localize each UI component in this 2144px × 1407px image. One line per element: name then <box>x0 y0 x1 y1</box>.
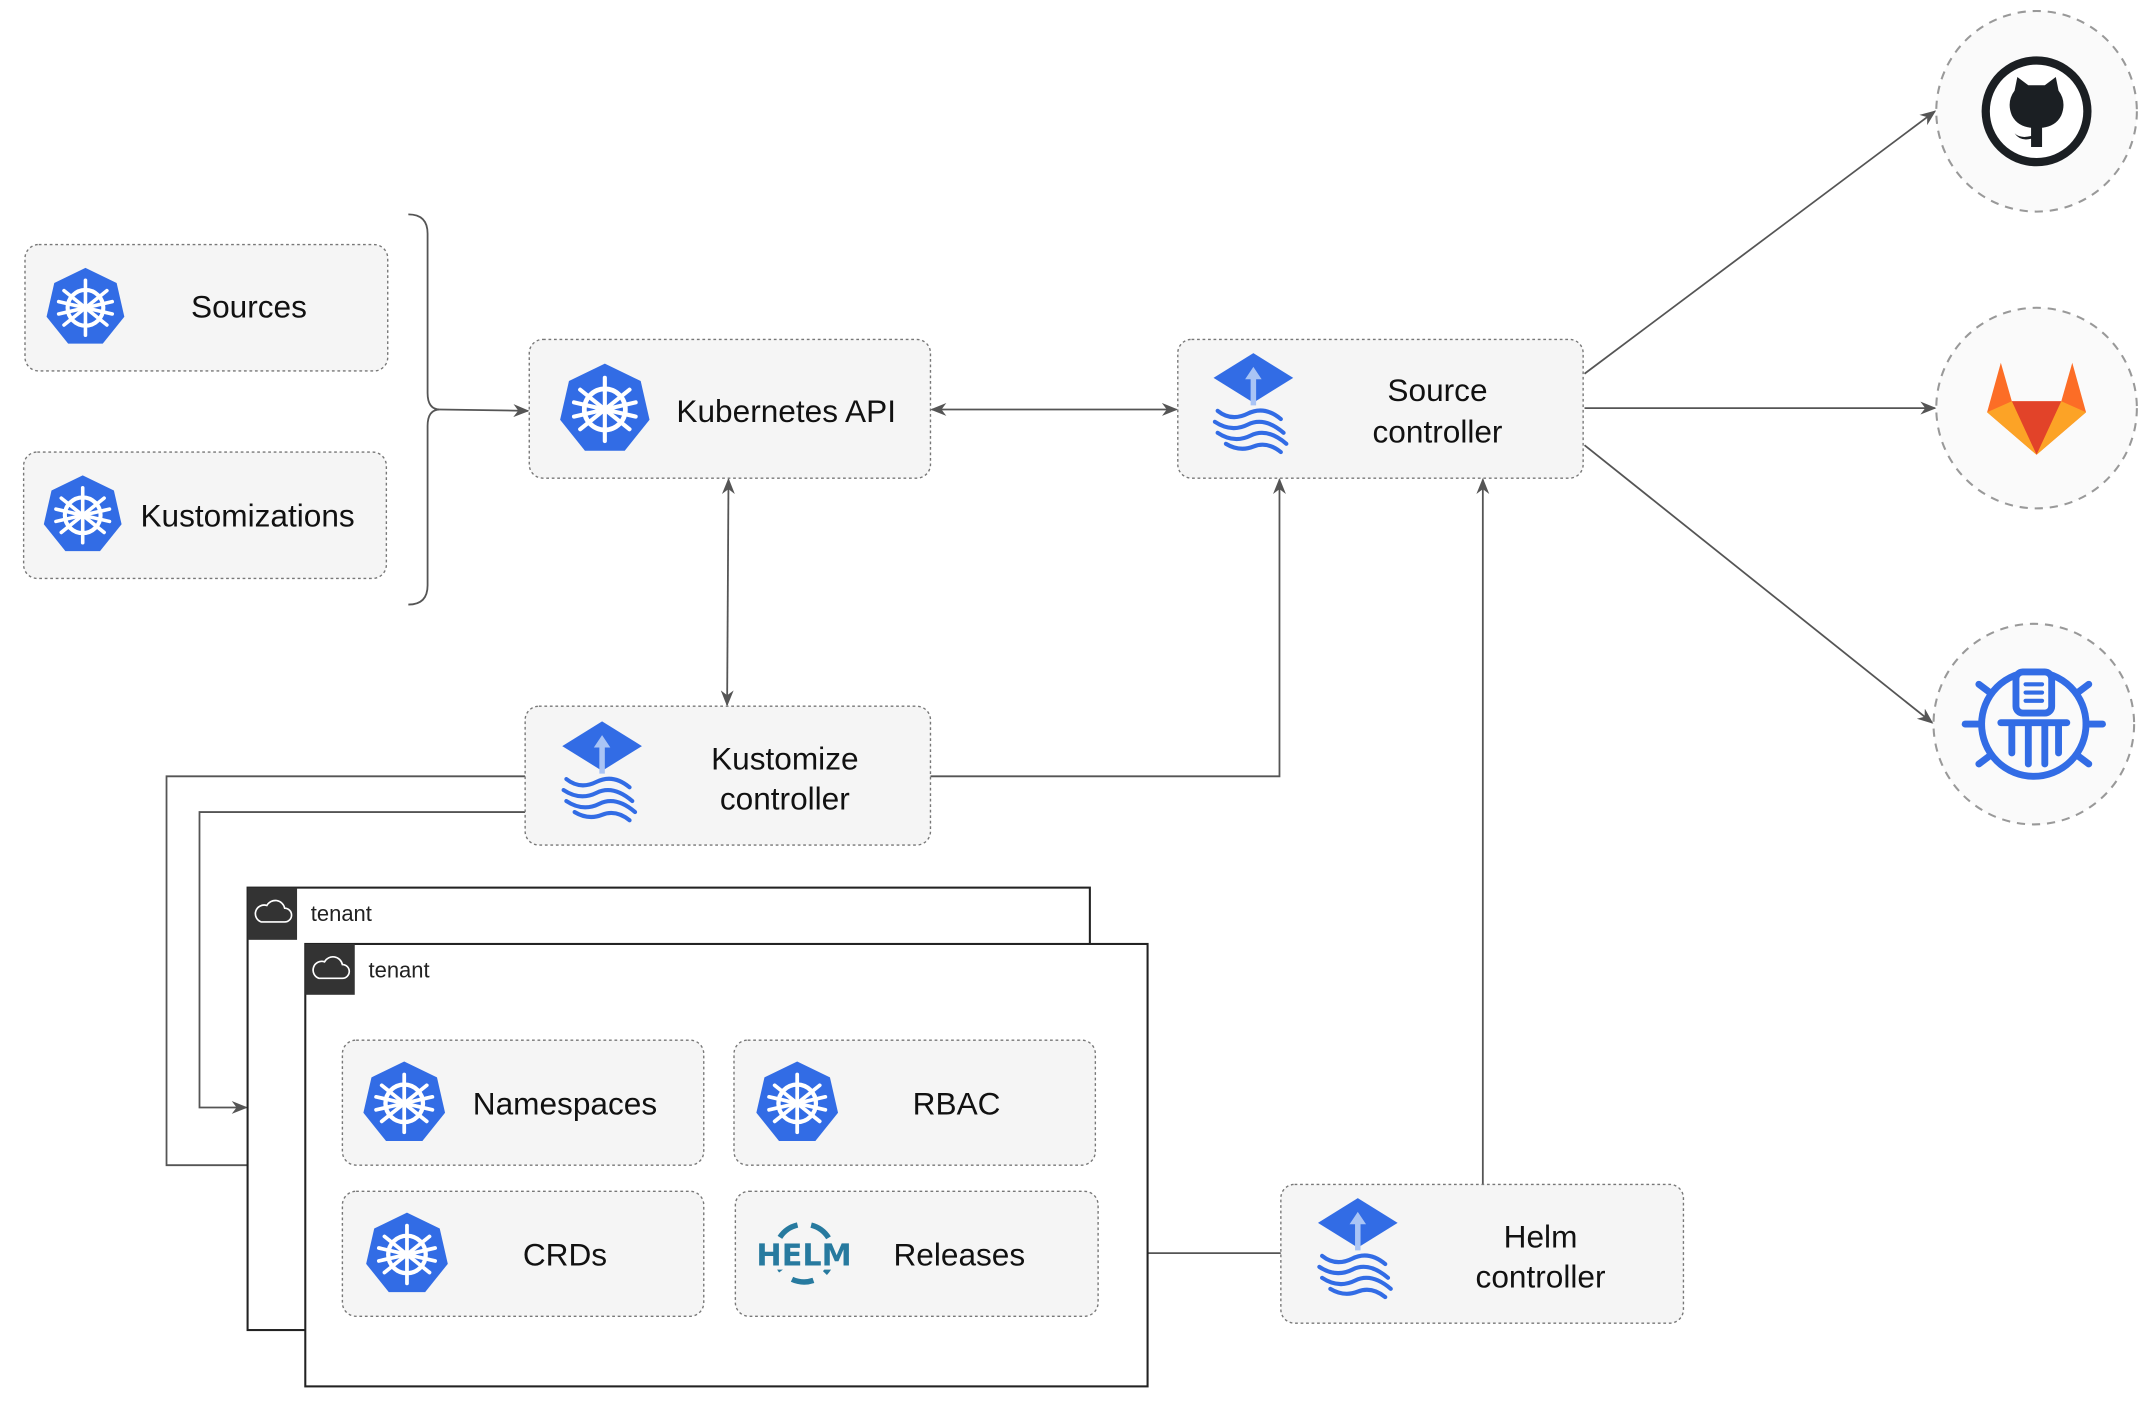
kustomize-to-tenant-2-arrow <box>165 775 526 1172</box>
crds-label: CRDs <box>523 1236 607 1272</box>
github-source[interactable] <box>1935 9 2138 213</box>
node-rbac[interactable]: RBAC <box>733 1039 1097 1166</box>
helm-icon: HELM <box>755 1221 853 1285</box>
kustomizations-label: Kustomizations <box>140 497 354 533</box>
helm-controller-label-line2: controller <box>1476 1258 1606 1294</box>
gitlab-source[interactable] <box>1935 306 2138 510</box>
gitlab-icon <box>1987 362 2087 455</box>
sources-label: Sources <box>191 288 307 324</box>
source-controller-label-line2: controller <box>1373 413 1503 449</box>
sources-brace <box>408 213 441 606</box>
bucket-source[interactable] <box>1932 622 2136 826</box>
helm-controller-label-line1: Helm <box>1504 1219 1578 1255</box>
node-crds[interactable]: CRDs <box>341 1190 705 1318</box>
github-icon <box>1981 56 2092 167</box>
kustomize-controller-label-line1: Kustomize <box>711 740 858 776</box>
bucket-icon <box>1961 668 2106 780</box>
node-kustomize-controller[interactable]: Kustomize controller <box>524 705 932 846</box>
brace-to-kubernetes-api-arrow <box>439 404 530 418</box>
kubernetes-api-kustomize-controller-arrow <box>720 477 735 707</box>
tenant-label: tenant <box>369 958 430 983</box>
tenant-label: tenant <box>311 901 372 926</box>
svg-text:HELM: HELM <box>756 1238 851 1273</box>
kubernetes-api-label: Kubernetes API <box>676 393 896 429</box>
node-releases[interactable]: HELM Releases <box>734 1190 1099 1318</box>
source-to-github-arrow <box>1583 110 1937 375</box>
namespaces-label: Namespaces <box>473 1085 657 1121</box>
connectors <box>165 110 1937 1260</box>
kustomize-to-source-controller-arrow <box>930 477 1286 778</box>
kustomize-controller-label-line2: controller <box>720 780 850 816</box>
rbac-label: RBAC <box>913 1085 1001 1121</box>
node-namespaces[interactable]: Namespaces <box>341 1039 705 1166</box>
node-source-controller[interactable]: Source controller <box>1177 338 1584 479</box>
kustomize-to-tenant-1-arrow <box>198 811 526 1114</box>
node-helm-controller[interactable]: Helm controller <box>1280 1183 1685 1324</box>
source-controller-label-line1: Source <box>1387 372 1487 408</box>
source-to-bucket-arrow <box>1583 444 1934 724</box>
releases-label: Releases <box>893 1236 1025 1272</box>
node-kubernetes-api[interactable]: Kubernetes API <box>528 338 932 479</box>
node-sources[interactable]: Sources <box>24 243 389 372</box>
node-kustomizations[interactable]: Kustomizations <box>22 451 388 580</box>
